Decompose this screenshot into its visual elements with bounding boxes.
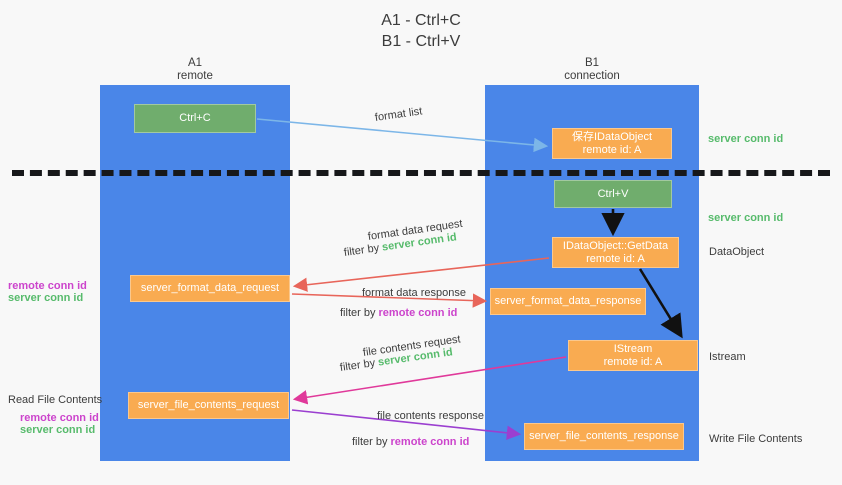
node-server-format-data-request-label: server_format_data_request	[140, 282, 280, 294]
flow-label-file-contents-response-filter: filter by remote conn id	[352, 434, 469, 450]
node-server-format-data-response-label: server_format_data_response	[494, 295, 642, 307]
flow-label-file-contents-response: file contents response	[377, 410, 485, 422]
annotation-write-file-contents: Write File Contents	[709, 433, 803, 445]
node-ctrl-v[interactable]: Ctrl+V	[554, 180, 672, 208]
lane-header-b1: B1 connection	[564, 57, 620, 82]
node-ctrl-c-label: Ctrl+C	[179, 112, 211, 124]
flow-label-format-list: format list	[374, 105, 424, 124]
annotation-istream: Istream	[709, 351, 746, 363]
node-save-idataobject[interactable]: 保存IDataObject remote id: A	[552, 128, 672, 159]
node-server-file-contents-response-label: server_file_contents_response	[529, 430, 679, 442]
filter-prefix: filter by	[352, 436, 391, 448]
node-idataobject-getdata[interactable]: IDataObject::GetData remote id: A	[552, 237, 679, 268]
filter-value-remote-conn-id: remote conn id	[378, 307, 458, 319]
annotation-server-conn-id-mid: server conn id	[708, 212, 784, 224]
node-save-idataobject-label: 保存IDataObject	[571, 130, 653, 143]
annotation-server-conn-id-top: server conn id	[708, 133, 784, 145]
page-title: A1 - Ctrl+C B1 - Ctrl+V	[381, 12, 461, 50]
node-idataobject-getdata-sub: remote id: A	[586, 252, 645, 265]
node-istream-sub: remote id: A	[603, 355, 663, 368]
filter-value-remote-conn-id: remote conn id	[390, 436, 470, 448]
annotation-remote-conn-id-1: remote conn id	[8, 280, 87, 292]
node-istream-label: IStream	[613, 342, 653, 355]
dashed-divider	[12, 170, 830, 176]
node-istream[interactable]: IStream remote id: A	[568, 340, 698, 371]
annotation-server-conn-id-2: server conn id	[20, 424, 96, 436]
node-server-file-contents-request-label: server_file_contents_request	[137, 399, 280, 411]
flow-label-format-data-response: format data response	[362, 287, 466, 299]
node-server-file-contents-response[interactable]: server_file_contents_response	[524, 423, 684, 450]
annotation-read-file-contents: Read File Contents	[8, 394, 103, 406]
annotation-dataobject: DataObject	[709, 246, 765, 258]
node-save-idataobject-sub: remote id: A	[582, 143, 642, 156]
filter-prefix: filter by	[343, 241, 383, 259]
annotation-remote-conn-id-2: remote conn id	[20, 412, 99, 424]
node-ctrl-c[interactable]: Ctrl+C	[134, 104, 256, 133]
annotation-server-conn-id-1: server conn id	[8, 292, 84, 304]
filter-prefix: filter by	[340, 307, 379, 319]
flow-label-format-data-response-filter: filter by remote conn id	[340, 305, 457, 321]
node-server-file-contents-request[interactable]: server_file_contents_request	[128, 392, 289, 419]
node-ctrl-v-label: Ctrl+V	[597, 187, 629, 200]
filter-prefix: filter by	[339, 356, 379, 374]
node-idataobject-getdata-label: IDataObject::GetData	[562, 239, 669, 252]
node-server-format-data-response[interactable]: server_format_data_response	[490, 288, 646, 315]
lane-header-a1: A1 remote	[177, 57, 213, 82]
node-server-format-data-request[interactable]: server_format_data_request	[130, 275, 290, 302]
